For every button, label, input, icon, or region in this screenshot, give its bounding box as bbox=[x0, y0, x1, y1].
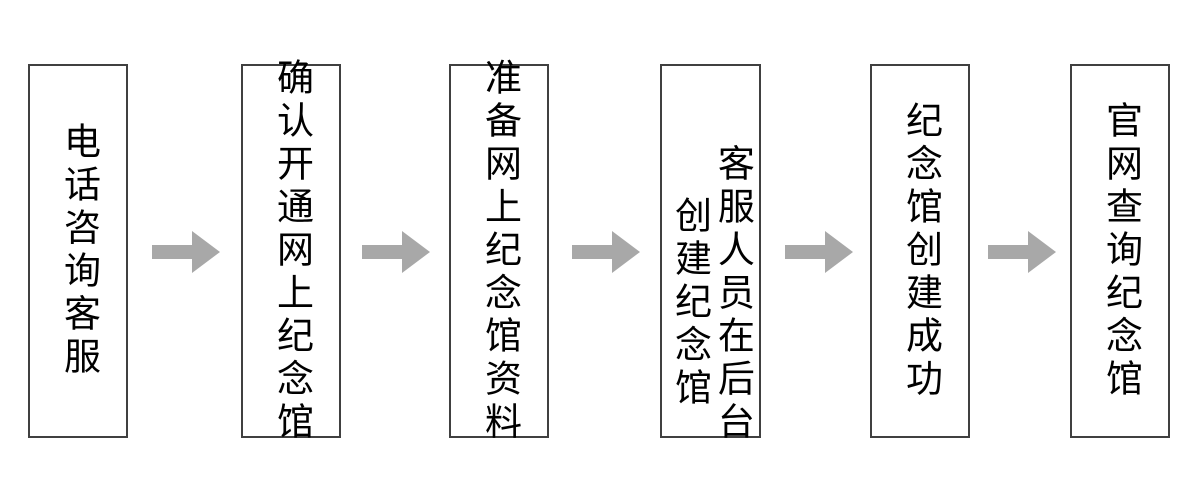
flow-node-1-label: 电话咨询客服 bbox=[57, 122, 101, 380]
flow-node-2[interactable]: 确认开通网上纪念馆 bbox=[241, 58, 341, 445]
flow-arrow-2 bbox=[362, 231, 430, 273]
flow-arrow-3 bbox=[572, 231, 640, 273]
flow-node-5-label: 纪念馆创建成功 bbox=[899, 100, 943, 402]
flow-node-2-label: 确认开通网上纪念馆 bbox=[270, 57, 314, 445]
flow-node-5[interactable]: 纪念馆创建成功 bbox=[870, 64, 970, 438]
flow-node-3[interactable]: 准备网上纪念馆资料 bbox=[449, 58, 549, 445]
flow-arrow-1 bbox=[152, 231, 220, 273]
flow-node-4[interactable]: 创建纪念馆 客服人员在后台 bbox=[660, 64, 761, 445]
flow-node-4-label-secondary: 创建纪念馆 bbox=[668, 196, 712, 411]
flow-node-4-text-columns: 创建纪念馆 客服人员在后台 bbox=[662, 66, 759, 445]
flow-node-1[interactable]: 电话咨询客服 bbox=[28, 64, 128, 438]
flow-node-6-label: 官网查询纪念馆 bbox=[1099, 100, 1143, 402]
flow-arrow-5 bbox=[988, 231, 1056, 273]
flow-node-3-label: 准备网上纪念馆资料 bbox=[478, 57, 522, 445]
flow-node-4-label-primary: 客服人员在后台 bbox=[711, 144, 755, 445]
flow-arrow-4 bbox=[785, 231, 853, 273]
flow-node-6[interactable]: 官网查询纪念馆 bbox=[1070, 64, 1170, 438]
